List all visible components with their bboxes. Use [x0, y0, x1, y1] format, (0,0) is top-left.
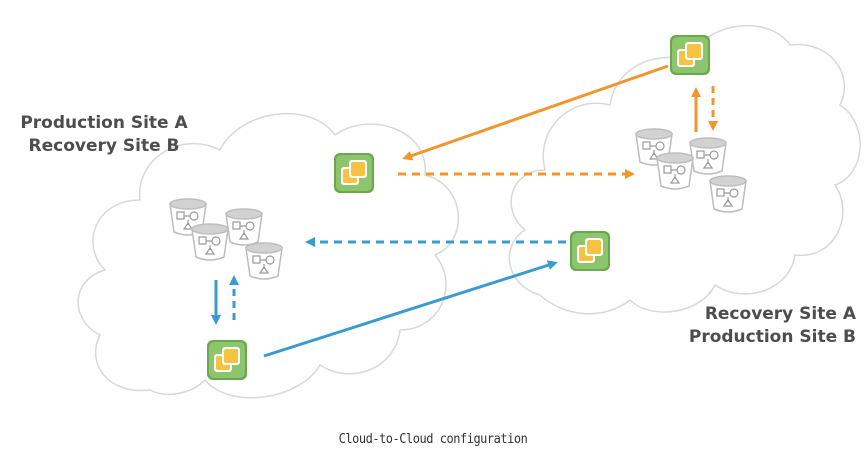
orange-replication-arrow — [402, 64, 669, 161]
datastore-bucket-icon — [245, 242, 283, 280]
figure-caption: Cloud-to-Cloud configuration — [338, 432, 528, 447]
site-label-line: Recovery Site B — [28, 136, 180, 156]
vsphere-replication-icon — [207, 340, 247, 380]
site-label-line: Production Site B — [688, 327, 856, 347]
vsphere-replication-icon — [670, 35, 710, 75]
site-label-right: Recovery Site A Production Site B — [666, 303, 856, 349]
datastore-bucket-icon — [689, 137, 727, 175]
datastore-bucket-icon — [709, 175, 747, 213]
site-label-line: Recovery Site A — [704, 304, 856, 324]
site-label-line: Production Site A — [20, 113, 188, 133]
blue-replication-arrow — [263, 260, 558, 358]
site-label-left: Production Site A Recovery Site B — [10, 112, 198, 158]
vsphere-replication-icon — [334, 153, 374, 193]
datastore-bucket-icon — [191, 223, 229, 261]
datastore-bucket-icon — [656, 152, 694, 190]
vsphere-replication-icon — [570, 231, 610, 271]
datastore-bucket-icon — [225, 208, 263, 246]
